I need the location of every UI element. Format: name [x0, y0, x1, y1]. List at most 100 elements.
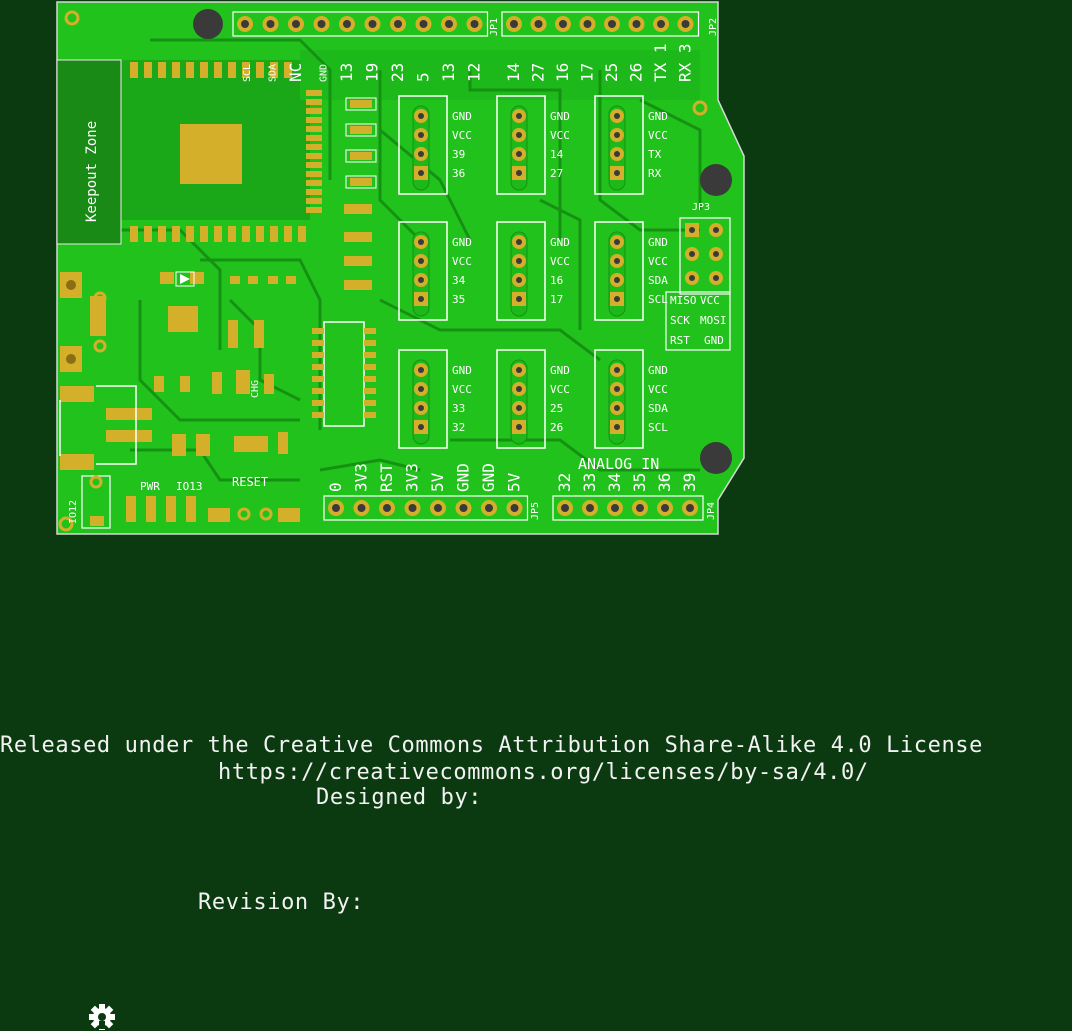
- module-pad: [228, 62, 236, 78]
- connector-pin-hole: [418, 386, 424, 392]
- connector-pin-hole: [418, 170, 424, 176]
- header-pin-label: 14: [504, 63, 523, 82]
- ic-pin: [364, 328, 376, 334]
- module-pad: [306, 198, 322, 204]
- module-pad: [306, 189, 322, 195]
- header-pin-hole: [657, 20, 665, 28]
- header-pin-hole: [419, 20, 428, 28]
- header-outline: [323, 495, 529, 521]
- header-pin-label: 0: [326, 482, 345, 492]
- connector-pin-hole: [418, 367, 424, 373]
- ic-pin: [364, 400, 376, 406]
- connector-pin-hole: [418, 151, 424, 157]
- connector-label: VCC: [550, 255, 570, 268]
- connector-pin-hole: [614, 386, 620, 392]
- header-pin-label: 35: [630, 473, 649, 492]
- icsp-pin-hole: [713, 227, 719, 233]
- header-pin-hole: [661, 504, 669, 512]
- connector-outline: [594, 349, 644, 449]
- icsp-pin-hole: [689, 275, 695, 281]
- connector-pin-hole: [614, 132, 620, 138]
- ic-pin: [364, 388, 376, 394]
- header-pin-label: 13: [337, 63, 356, 82]
- connector-pin-hole: [516, 386, 522, 392]
- header-pin-label: 23: [388, 63, 407, 82]
- connector-pin-hole: [614, 258, 620, 264]
- header-pin-hole: [368, 20, 377, 28]
- connector-label: GND: [550, 364, 570, 377]
- header-pin-label: RST: [377, 463, 396, 492]
- icsp-label: VCC: [700, 294, 720, 307]
- module-pad: [256, 226, 264, 242]
- connector-outline: [496, 95, 546, 195]
- header-jp4-name: JP4: [706, 502, 717, 520]
- ic-pin: [312, 364, 324, 370]
- module-pad: [158, 62, 166, 78]
- connector-label: 14: [550, 148, 564, 161]
- connector-outline: [496, 349, 546, 449]
- connector-pin-hole: [614, 296, 620, 302]
- header-pin-hole: [266, 20, 275, 28]
- module-pad: [186, 226, 194, 242]
- header-pin-hole: [408, 504, 417, 512]
- header-pin-hole: [632, 20, 641, 28]
- module-pad: [242, 226, 250, 242]
- keepout-zone: [56, 59, 122, 245]
- connector-label: 25: [550, 402, 563, 415]
- connector-pin-hole: [516, 113, 522, 119]
- connector-label: GND: [550, 110, 570, 123]
- connector-label: 32: [452, 421, 465, 434]
- connector-pin-hole: [614, 151, 620, 157]
- connector-outline: [594, 95, 644, 195]
- module-pad: [284, 226, 292, 242]
- header-pin-hole: [681, 20, 690, 28]
- connector-pin-hole: [614, 277, 620, 283]
- diode-symbol: [180, 274, 190, 284]
- connector-pin-hole: [418, 113, 424, 119]
- module-pad: [186, 62, 194, 78]
- connector-label: RX: [648, 167, 662, 180]
- header-pin-label: TX 1: [651, 43, 670, 82]
- header-pin-label: 39: [680, 473, 699, 492]
- ic-pin: [312, 400, 324, 406]
- module-pad: [306, 162, 322, 168]
- pwr-label: PWR: [140, 480, 160, 493]
- module-pad: [306, 207, 322, 213]
- header-pin-hole: [611, 504, 619, 512]
- header-pin-hole: [636, 504, 644, 512]
- ic-pin: [312, 352, 324, 358]
- connector-pin-hole: [418, 424, 424, 430]
- header-pin-hole: [510, 20, 518, 28]
- chg-label: CHG: [250, 380, 261, 398]
- module-pad: [144, 226, 152, 242]
- module-pad: [200, 226, 208, 242]
- connector-pin-hole: [418, 296, 424, 302]
- header-pin-label: 17: [578, 63, 597, 82]
- header-pin-label: 19: [363, 63, 382, 82]
- header-pin-label: 13: [439, 63, 458, 82]
- connector-pin-hole: [516, 170, 522, 176]
- ic-pin: [312, 412, 324, 418]
- connector-pin-hole: [418, 405, 424, 411]
- header-pin-hole: [686, 504, 694, 512]
- header-pin-label: SDA: [268, 64, 279, 82]
- connector-label: 33: [452, 402, 465, 415]
- connector-outline: [398, 349, 448, 449]
- connector-label: SDA: [648, 402, 668, 415]
- mounting-hole: [193, 9, 223, 39]
- icsp-label: MOSI: [700, 314, 727, 327]
- header-pin-label: 5V: [428, 472, 447, 492]
- connector-outline: [496, 221, 546, 321]
- module-pad: [306, 180, 322, 186]
- connector-label: 35: [452, 293, 465, 306]
- header-pin-hole: [343, 20, 351, 28]
- resistor-array: [344, 97, 377, 290]
- icsp-pin-hole: [713, 275, 719, 281]
